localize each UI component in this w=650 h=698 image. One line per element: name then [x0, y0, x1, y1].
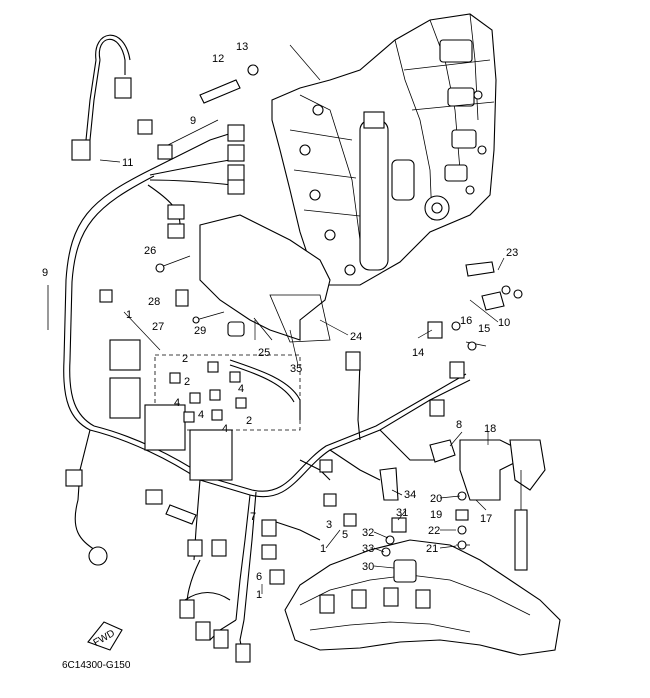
callout-22: 22 [428, 525, 440, 537]
callout-32: 32 [362, 527, 374, 539]
lower-bracket [284, 539, 561, 656]
callout-9a: 9 [190, 115, 196, 127]
callout-15: 15 [478, 323, 490, 335]
callout-16: 16 [460, 315, 472, 327]
callout-8: 8 [456, 419, 462, 431]
callout-4d: 4 [238, 383, 244, 395]
callout-2c: 2 [246, 415, 252, 427]
fwd-arrow: FWD [87, 621, 123, 651]
callout-17: 17 [480, 513, 492, 525]
callout-13: 13 [236, 41, 248, 53]
callout-14: 14 [412, 347, 424, 359]
callout-10: 10 [498, 317, 510, 329]
callout-30: 30 [362, 561, 374, 573]
callout-31: 31 [396, 507, 408, 519]
callout-1b: 1 [320, 543, 326, 555]
callout-1c: 1 [256, 589, 262, 601]
callout-4a: 4 [174, 397, 180, 409]
diagram-code: 6C14300-G150 [62, 660, 131, 671]
callout-28: 28 [148, 296, 160, 308]
callout-labels: 1 1 1 2 2 2 3 4 4 4 4 5 6 7 8 9 9 10 11 … [42, 41, 518, 601]
callout-11: 11 [122, 157, 133, 169]
wire-harness [63, 34, 471, 651]
callout-4c: 4 [222, 423, 228, 435]
callout-24: 24 [350, 331, 362, 343]
callout-25: 25 [258, 347, 270, 359]
callout-2b: 2 [184, 376, 190, 388]
callout-21: 21 [426, 543, 438, 555]
callout-6: 6 [256, 571, 262, 583]
callout-18: 18 [484, 423, 496, 435]
callout-4b: 4 [198, 409, 204, 421]
connectors [47, 64, 546, 663]
leader-lines [99, 44, 505, 594]
callout-26: 26 [144, 245, 156, 257]
callout-12: 12 [212, 53, 224, 65]
callout-29: 29 [194, 325, 206, 337]
callout-9b: 9 [42, 267, 48, 279]
callout-35: 35 [290, 363, 302, 375]
callout-23: 23 [506, 247, 518, 259]
callout-33: 33 [362, 543, 374, 555]
callout-20: 20 [430, 493, 442, 505]
callout-5: 5 [342, 529, 348, 541]
engine-block [271, 13, 497, 286]
callout-3: 3 [326, 519, 332, 531]
callout-2a: 2 [182, 353, 188, 365]
callout-19: 19 [430, 509, 442, 521]
callout-1: 1 [126, 309, 132, 321]
callout-7: 7 [250, 511, 256, 523]
callout-34: 34 [404, 489, 416, 501]
callout-27: 27 [152, 321, 164, 333]
ecu-group [109, 339, 301, 481]
